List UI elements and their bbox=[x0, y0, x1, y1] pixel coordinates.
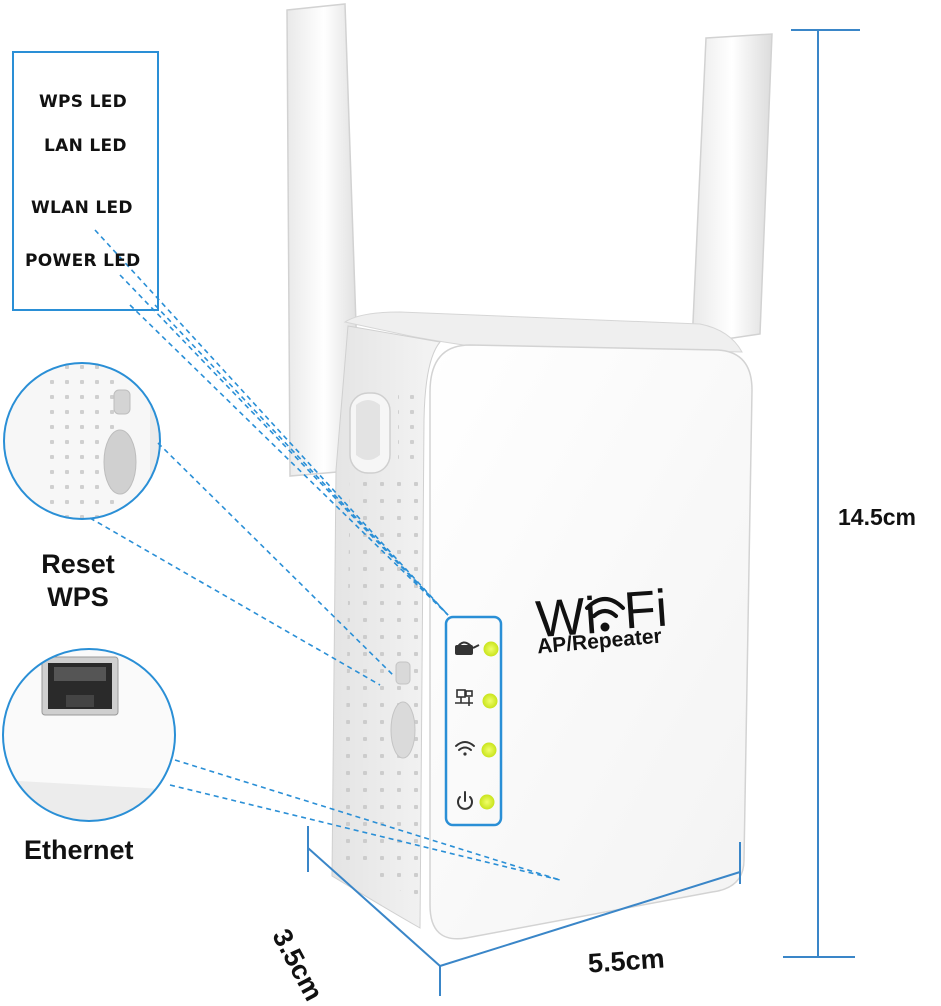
dimension-height bbox=[783, 29, 860, 958]
dimension-depth bbox=[307, 826, 441, 967]
power-icon bbox=[457, 791, 473, 810]
led-legend-box bbox=[12, 51, 159, 311]
dim-height-label: 14.5cm bbox=[838, 504, 917, 530]
callout-reset-label: Reset bbox=[41, 549, 115, 579]
ethernet-zoom-circle bbox=[2, 648, 176, 822]
wps-led bbox=[483, 641, 499, 657]
device-body bbox=[331, 311, 753, 940]
led-panel bbox=[444, 615, 503, 827]
antenna-right bbox=[691, 33, 773, 345]
dimension-width bbox=[439, 842, 741, 996]
buttons-zoom-circle bbox=[3, 362, 161, 520]
power-led bbox=[479, 794, 495, 810]
wlan-led bbox=[481, 742, 497, 758]
legend-wlan-led: WLAN LED bbox=[31, 198, 133, 218]
wifi-logo-icon bbox=[585, 597, 625, 632]
legend-wps-led: WPS LED bbox=[39, 92, 128, 112]
callout-wps-label: WPS bbox=[47, 582, 109, 612]
lan-network-icon bbox=[455, 689, 473, 706]
wlan-wifi-icon bbox=[455, 741, 475, 756]
legend-lan-led: LAN LED bbox=[44, 136, 127, 156]
legend-power-led: POWER LED bbox=[25, 251, 141, 271]
leader-lines bbox=[89, 229, 561, 881]
dim-width-label: 5.5cm bbox=[587, 943, 666, 979]
lan-led bbox=[482, 693, 498, 709]
wps-lock-icon bbox=[455, 641, 480, 655]
callout-ethernet-label: Ethernet bbox=[24, 835, 134, 865]
